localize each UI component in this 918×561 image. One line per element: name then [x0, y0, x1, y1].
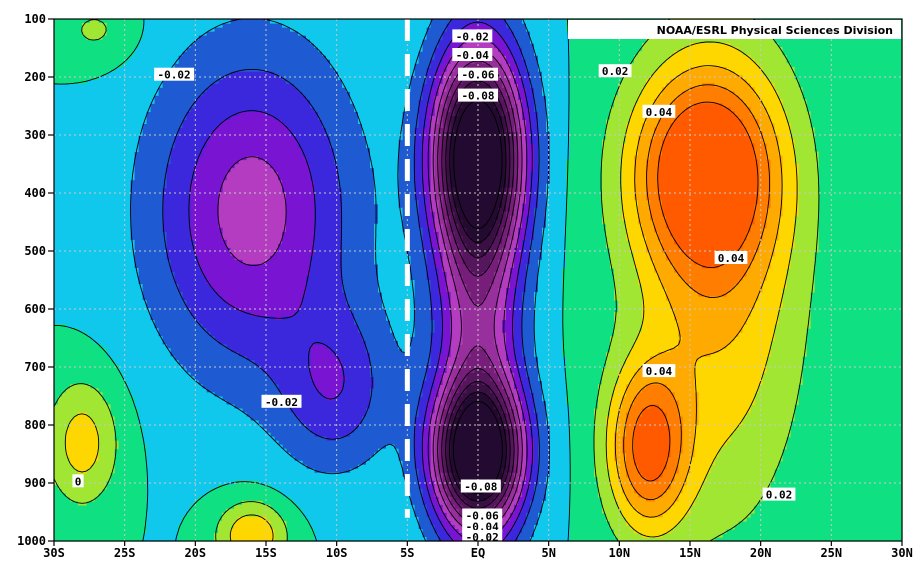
- contour-label-bg: [598, 64, 632, 78]
- x-tick-label: 25N: [820, 546, 842, 560]
- x-tick-label: 15N: [679, 546, 701, 560]
- contour-label-bg: [452, 29, 493, 43]
- contour-line-4: [437, 60, 519, 524]
- contour-band-15: [634, 103, 759, 482]
- y-tick-label: 1000: [17, 534, 46, 548]
- contour-line-7: [188, 21, 534, 542]
- contour-band-12: [66, 43, 799, 542]
- contour-band-4: [434, 51, 523, 534]
- contour-line-15: [632, 101, 759, 482]
- contour-line-12: [64, 41, 798, 542]
- y-tick-label: 800: [24, 418, 46, 432]
- y-tick-label: 700: [24, 360, 46, 374]
- contour-label: -0.02: [466, 531, 499, 544]
- contour-label: 0.02: [766, 489, 793, 502]
- x-tick-label: 30S: [43, 546, 65, 560]
- contour-band-1: [446, 79, 511, 510]
- y-tick-label: 900: [24, 476, 46, 490]
- x-tick-label: 5N: [541, 546, 555, 560]
- y-tick-label: 100: [24, 12, 46, 26]
- x-tick-label: 20N: [750, 546, 772, 560]
- contour-line-8: [162, 18, 540, 542]
- contour-label-bg: [261, 394, 302, 408]
- contour-line-11: [53, 18, 820, 542]
- x-tick-label: 25S: [114, 546, 136, 560]
- credit-text: NOAA/ESRL Physical Sciences Division: [657, 24, 893, 37]
- contour-label-bg: [642, 364, 676, 378]
- contour-band-10: [54, 19, 903, 542]
- x-tick-label: 20S: [184, 546, 206, 560]
- contour-band-9: [54, 19, 571, 542]
- contour-label-bg: [458, 67, 498, 81]
- contour-label-bg: [452, 48, 493, 61]
- y-tick-label: 200: [24, 70, 46, 84]
- contour-label-bg: [458, 88, 498, 102]
- contour-label: 0.04: [718, 252, 745, 265]
- contour-line-0: [452, 100, 503, 495]
- x-tick-label: 15S: [255, 546, 277, 560]
- contour-label-bg: [762, 487, 796, 501]
- contour-line-2: [445, 80, 511, 509]
- credit-box: NOAA/ESRL Physical Sciences Division: [568, 20, 901, 39]
- x-tick-label: 10S: [326, 546, 348, 560]
- contour-label-bg: [462, 519, 503, 533]
- contour-label: -0.06: [466, 510, 499, 523]
- contour-label: -0.08: [461, 90, 494, 103]
- contour-label: -0.02: [456, 30, 489, 43]
- contour-band-3: [438, 59, 519, 526]
- contour-label-layer: -0.02 -0.04 -0.06 -0.08 -0.02 0.02 0.04 0.04 0.0…: [72, 29, 796, 544]
- contour-label: 0.04: [646, 106, 673, 119]
- contour-band-0: [450, 91, 507, 502]
- x-tick-label: 30N: [891, 546, 913, 560]
- x-tick-label: 5S: [400, 546, 414, 560]
- contour-label-bg: [642, 104, 676, 118]
- contour-line-10: [53, 18, 571, 542]
- x-tick-label: EQ: [471, 546, 485, 560]
- contour-line-9: [130, 18, 550, 542]
- y-tick-label: 600: [24, 302, 46, 316]
- y-tick-label: 500: [24, 244, 46, 258]
- contour-label: 0.04: [646, 365, 673, 378]
- contour-label-bg: [72, 474, 84, 488]
- contour-label: 0: [75, 475, 82, 488]
- y-tick-label: 300: [24, 128, 46, 142]
- contour-label: -0.02: [265, 396, 298, 409]
- y-tick-label: 400: [24, 186, 46, 200]
- contour-label-bg: [462, 529, 503, 543]
- contour-line-14: [623, 84, 771, 501]
- contour-line-13: [614, 65, 783, 518]
- contour-label: -0.06: [461, 69, 494, 82]
- contour-label: -0.02: [158, 69, 191, 82]
- contour-band-11: [54, 19, 819, 542]
- contour-label: 0.02: [602, 65, 629, 78]
- contour-band-6: [190, 23, 535, 542]
- contour-label: -0.08: [464, 481, 497, 494]
- contour-label-bg: [460, 479, 501, 493]
- contour-label-bg: [462, 508, 503, 522]
- contour-line-layer: [53, 18, 820, 542]
- contour-label: -0.04: [456, 49, 489, 62]
- x-tick-label: 10N: [608, 546, 630, 560]
- contour-label-bg: [154, 67, 195, 81]
- contour-label-bg: [714, 251, 748, 264]
